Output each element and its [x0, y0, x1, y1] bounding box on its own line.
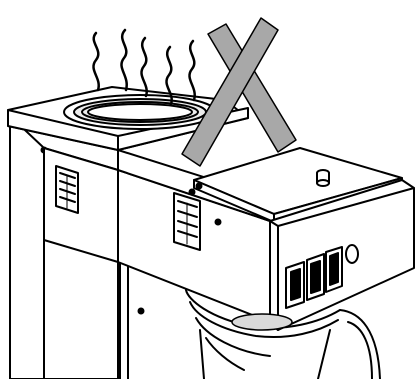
vent-grille-center [174, 193, 200, 250]
door-hinge-dot [139, 309, 144, 314]
indicator-light-icon [346, 245, 358, 263]
screw-dot [216, 220, 221, 225]
vent-grille-left [56, 166, 78, 213]
screw-dot [190, 190, 195, 195]
basket-handle [340, 310, 380, 379]
screw-dot [197, 184, 202, 189]
prohibition-x-icon [182, 18, 296, 166]
